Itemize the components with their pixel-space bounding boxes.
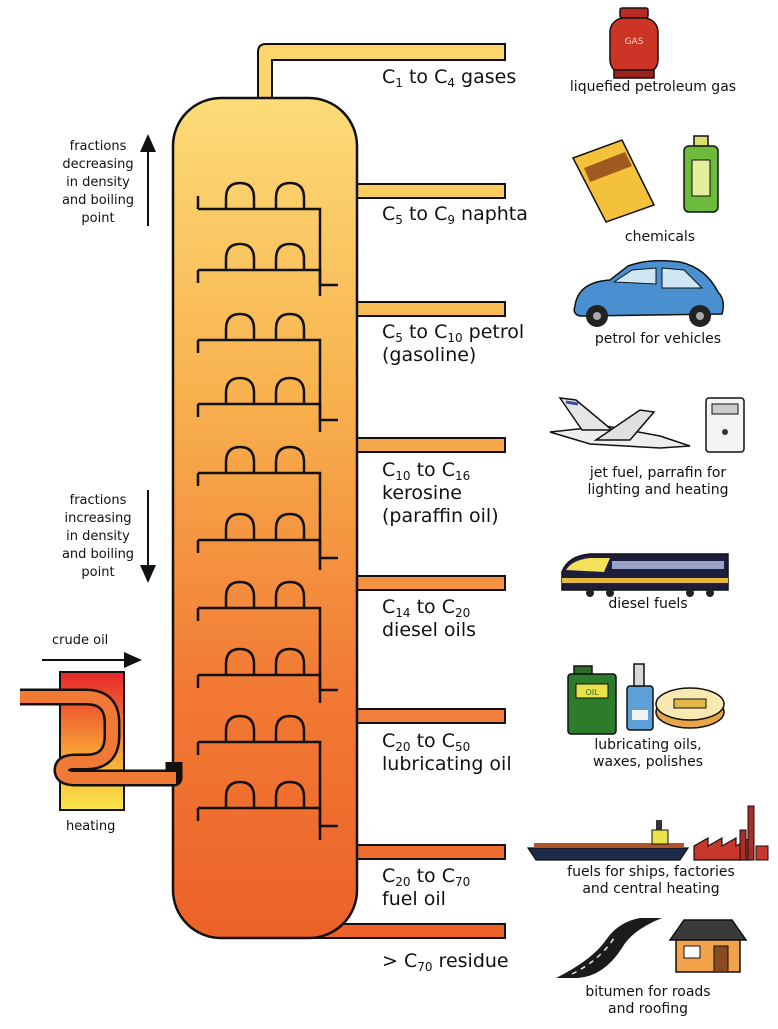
factory-icon xyxy=(693,805,769,861)
car-icon xyxy=(573,259,725,327)
fraction-label-naphta: C5 to C9 naphta xyxy=(382,203,528,227)
use-label-chemicals: chemicals xyxy=(624,229,696,245)
use-label-lpg: liquefied petroleum gas xyxy=(569,79,737,95)
gas-cylinder-text: GAS xyxy=(625,37,644,47)
use-label-petrol: petrol for vehicles xyxy=(594,331,722,347)
use-label-diesel: diesel fuels xyxy=(608,596,688,612)
oil-can-icon: OIL xyxy=(567,665,617,735)
label-heating: heating xyxy=(66,819,116,834)
chemical-bottle-icon xyxy=(683,135,719,213)
paraffin-heater-icon xyxy=(705,397,745,453)
bubble-cap-trays xyxy=(196,181,338,840)
road-icon xyxy=(556,918,662,978)
train-icon xyxy=(561,553,729,597)
note-fractions-decreasing: fractions decreasing in density and boil… xyxy=(61,139,135,226)
use-label-lubricating: lubricating oils,waxes, polishes xyxy=(593,737,703,770)
oil-can-text: OIL xyxy=(585,688,599,697)
spray-can-icon xyxy=(626,663,654,731)
label-crude-oil: crude oil xyxy=(52,633,109,648)
note-fractions-increasing: fractions increasing in density and boil… xyxy=(61,493,135,580)
fraction-label-residue: > C70 residue xyxy=(382,950,509,974)
fraction-label-petrol: C5 to C10 petrol(gasoline) xyxy=(382,321,525,366)
house-icon xyxy=(668,919,748,973)
gas-cylinder-icon: GAS xyxy=(609,7,659,79)
polish-tin-icon xyxy=(655,687,725,729)
distillation-column xyxy=(171,96,359,940)
ship-icon xyxy=(526,820,690,861)
chemical-bag-icon xyxy=(571,139,656,223)
jet-plane-icon xyxy=(549,397,691,449)
fraction-label-gases: C1 to C4 gases xyxy=(382,66,517,90)
